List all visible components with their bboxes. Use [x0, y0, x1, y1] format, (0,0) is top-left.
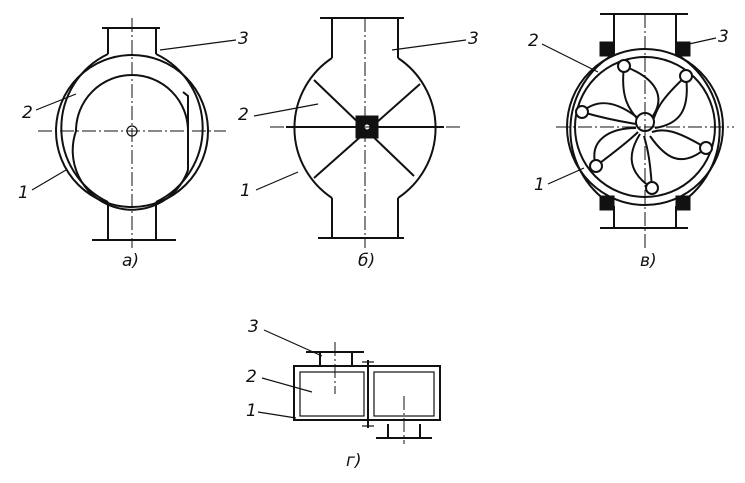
figure-a-label-3: 3: [238, 29, 249, 49]
figure-d-leader-1: [257, 411, 297, 419]
figure-c-caption: в): [640, 251, 657, 271]
figure-c-pivot-pins: [575, 59, 713, 195]
figure-a-leader-1: [31, 169, 67, 191]
figure-b-caption: б): [358, 251, 375, 271]
figure-a-disc: [71, 74, 189, 211]
figure-c-label-3: 3: [718, 27, 729, 47]
figure-c: 3 2 1 в): [528, 13, 734, 271]
figure-a-label-1: 1: [18, 183, 29, 203]
figure-a-label-2: 2: [22, 103, 33, 123]
figure-b-leader-1: [255, 171, 299, 191]
figure-c-leader-3: [679, 37, 717, 47]
figure-d-caption: г): [346, 451, 362, 471]
figure-c-label-1: 1: [534, 175, 545, 195]
figure-c-label-2: 2: [528, 31, 539, 51]
figure-d-label-2: 2: [246, 367, 257, 387]
figure-d-leader-2: [261, 377, 313, 393]
figure-c-seal-tr: [675, 41, 691, 57]
figure-a-caption: а): [122, 251, 139, 271]
figure-d-chamber-right-outer: [367, 365, 441, 421]
figure-c-housing: [569, 13, 721, 229]
figure-b-label-2: 2: [238, 105, 249, 125]
figure-d-chamber-right-inner: [373, 371, 435, 417]
figure-b: 3 2 1 б): [238, 17, 479, 271]
figure-d-chamber-left-inner: [299, 371, 365, 417]
figure-d: 3 2 1 г): [246, 317, 441, 471]
figure-d-chamber-left-outer: [293, 365, 369, 421]
figure-d-leader-3: [263, 329, 323, 357]
figure-c-leader-1: [547, 167, 585, 185]
figure-a-housing: [60, 27, 204, 241]
figure-a-leader-3: [159, 39, 237, 51]
figure-c-leader-2: [541, 43, 599, 73]
figure-d-outlet: [376, 424, 432, 439]
figure-a: 3 2 1 а): [18, 18, 249, 271]
figure-d-label-1: 1: [246, 401, 257, 421]
figure-b-leader-3: [391, 39, 467, 51]
figure-b-label-3: 3: [468, 29, 479, 49]
figure-a-disc-edge: [182, 91, 189, 166]
figure-c-seal-tl: [599, 41, 615, 57]
figure-b-label-1: 1: [240, 181, 251, 201]
figure-a-leader-2: [35, 93, 77, 111]
figure-d-label-3: 3: [248, 317, 259, 337]
figure-b-leader-2: [253, 103, 319, 117]
